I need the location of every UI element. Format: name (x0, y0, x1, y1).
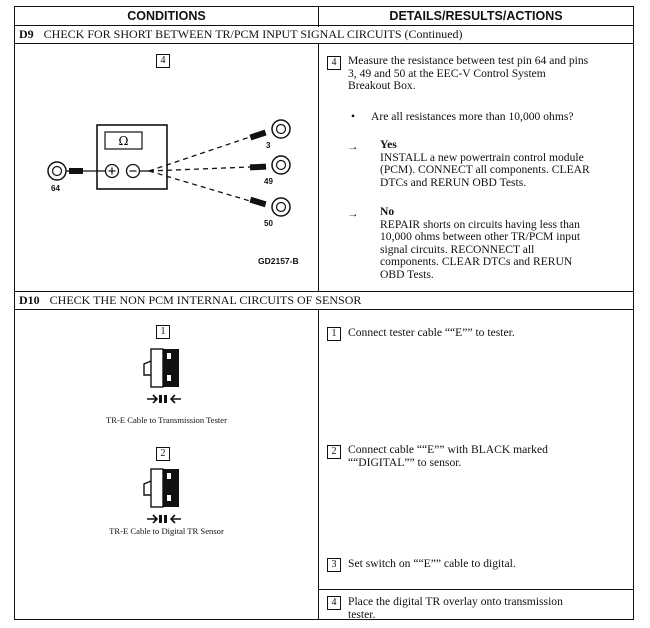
lead-to-pin-49 (148, 166, 251, 172)
meter-display (104, 131, 143, 150)
no-line: components. CLEAR DTCs and RERUN (380, 255, 573, 269)
left-probe (69, 168, 83, 174)
step-line: Breakout Box. (348, 79, 416, 93)
fig1-caption: TR-E Cable to Transmission Tester (106, 415, 227, 425)
yes-branch: Yes INSTALL a new powertrain control mod… (380, 138, 590, 189)
yes-arrow-icon: → (347, 140, 359, 153)
d9-divider (318, 44, 319, 292)
fig2-caption: TR-E Cable to Digital TR Sensor (109, 526, 224, 536)
bullet-icon: • (351, 110, 356, 123)
step-line: Measure the resistance between test pin … (348, 54, 589, 67)
d10-title-text: CHECK THE NON PCM INTERNAL CIRCUITS OF S… (49, 293, 362, 307)
pin-64-label: 64 (51, 184, 60, 193)
step-line: Connect tester cable ““E”” to tester. (348, 326, 515, 339)
d9-step-number: 4 (327, 56, 341, 70)
d9-title-text: CHECK FOR SHORT BETWEEN TR/PCM INPUT SIG… (43, 27, 463, 41)
d9-title: D9 CHECK FOR SHORT BETWEEN TR/PCM INPUT S… (19, 27, 463, 42)
d10-step2-number: 2 (327, 445, 341, 459)
ohm-symbol: Ω (119, 134, 129, 148)
step-line: tester. (348, 607, 376, 621)
tr-e-cable-tester-icon (143, 348, 181, 404)
no-line: OBD Tests. (380, 267, 434, 281)
d9-figure-number: 4 (156, 54, 170, 68)
yes-line: DTCs and RERUN OBD Tests. (380, 175, 527, 189)
no-arrow-icon: → (347, 207, 359, 220)
d10-id: D10 (19, 293, 40, 307)
conditions-header: CONDITIONS (127, 9, 206, 23)
d10-step4-number: 4 (327, 596, 341, 610)
d10-step3-text: Set switch on ““E”” cable to digital. (348, 557, 516, 571)
fig2-number: 2 (156, 447, 170, 461)
yes-line: (PCM). CONNECT all components. CLEAR (380, 163, 590, 177)
step-line: 3, 49 and 50 at the EEC-V Control System (348, 66, 546, 80)
d10-step2-text: Connect cable ““E”” with BLACK marked ““… (348, 443, 548, 469)
yes-line: INSTALL a new powertrain control module (380, 150, 584, 164)
pin-49-label: 49 (264, 177, 273, 186)
details-header: DETAILS/RESULTS/ACTIONS (389, 9, 563, 23)
no-line: 10,000 ohms between other TR/PCM input (380, 230, 581, 244)
d10-top-rule (15, 291, 633, 292)
yes-label: Yes (380, 138, 397, 151)
step4-rule (319, 589, 633, 590)
pin-50-label: 50 (264, 219, 273, 228)
step-line: ““DIGITAL”” to sensor. (348, 455, 462, 469)
d9-question: Are all resistances more than 10,000 ohm… (371, 110, 574, 123)
no-line: signal circuits. RECONNECT all (380, 242, 535, 256)
d9-title-rule (15, 43, 633, 44)
tr-e-cable-sensor-icon (143, 468, 181, 524)
ohmmeter-diagram: Ω (47, 119, 291, 217)
no-label: No (380, 205, 395, 218)
step-line: Connect cable ““E”” with BLACK marked (348, 443, 548, 456)
no-line: REPAIR shorts on circuits having less th… (380, 217, 580, 231)
d10-step3-number: 3 (327, 558, 341, 572)
step-line: Set switch on ““E”” cable to digital. (348, 557, 516, 570)
d10-divider (318, 310, 319, 620)
header-divider (318, 7, 319, 27)
header-rule (15, 25, 633, 26)
d10-step1-number: 1 (327, 327, 341, 341)
d10-title: D10 CHECK THE NON PCM INTERNAL CIRCUITS O… (19, 293, 361, 308)
step-line: Place the digital TR overlay onto transm… (348, 595, 563, 608)
no-branch: No REPAIR shorts on circuits having less… (380, 205, 581, 282)
d10-title-rule (15, 309, 633, 310)
figure-id: GD2157-B (258, 256, 299, 266)
d9-step-text: Measure the resistance between test pin … (348, 54, 589, 93)
d9-id: D9 (19, 27, 34, 41)
pin-3-label: 3 (266, 141, 271, 150)
d10-step1-text: Connect tester cable ““E”” to tester. (348, 326, 515, 340)
d10-step4-text: Place the digital TR overlay onto transm… (348, 595, 563, 621)
fig1-number: 1 (156, 325, 170, 339)
